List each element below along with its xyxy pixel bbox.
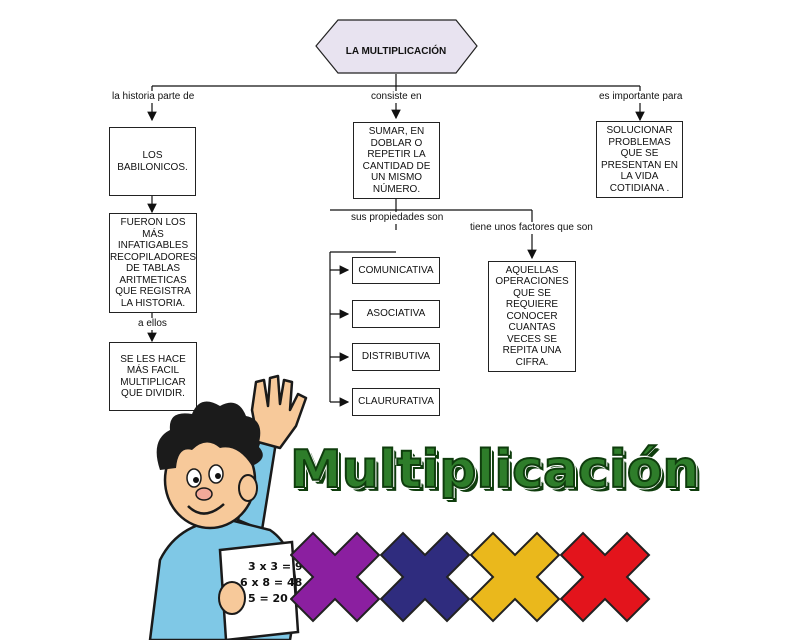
- link-label-factors: tiene unos factores que son: [468, 222, 595, 234]
- node-property-claururativa: CLAURURATIVA: [352, 388, 440, 416]
- link-label-right: es importante para: [597, 91, 685, 103]
- multiplication-crosses: [290, 531, 651, 623]
- node-aquellas: AQUELLAS OPERACIONES QUE SE REQUIERE CON…: [488, 261, 576, 372]
- multiplicacion-wordart: Multiplicación: [289, 439, 700, 501]
- node-property-comunicativa: COMUNICATIVA: [352, 257, 440, 284]
- multiplication-cross-icon: [379, 531, 471, 623]
- title-hexagon: [315, 19, 478, 74]
- node-property-asociativa: ASOCIATIVA: [352, 300, 440, 328]
- node-solucionar: SOLUCIONAR PROBLEMAS QUE SE PRESENTAN EN…: [596, 121, 683, 198]
- node-sumar: SUMAR, EN DOBLAR O REPETIR LA CANTIDAD D…: [353, 122, 440, 199]
- link-label-props: sus propiedades son: [349, 212, 446, 224]
- node-property-distributiva: DISTRIBUTIVA: [352, 343, 440, 371]
- node-babilonicos: LOS BABILONICOS.: [109, 127, 196, 196]
- paper-line-3: 5 = 20: [248, 592, 288, 605]
- multiplication-cross-icon: [559, 531, 651, 623]
- diagram-title: LA MULTIPLICACIÓN: [345, 45, 447, 57]
- boy-waving-icon: 3 x 3 = 9 6 x 8 = 48 5 = 20: [148, 374, 308, 640]
- multiplication-cross-icon: [290, 531, 381, 623]
- node-recopiladores: FUERON LOS MÁS INFATIGABLES RECOPILADORE…: [109, 213, 197, 313]
- link-label-left: la historia parte de: [110, 91, 197, 103]
- link-label-ellos: a ellos: [136, 318, 169, 330]
- link-label-center: consiste en: [369, 91, 424, 103]
- paper-line-1: 3 x 3 = 9: [248, 560, 303, 573]
- paper-line-2: 6 x 8 = 48: [240, 576, 302, 589]
- multiplication-cross-icon: [469, 531, 561, 623]
- node-facil: SE LES HACE MÁS FACIL MULTIPLICAR QUE DI…: [109, 342, 197, 411]
